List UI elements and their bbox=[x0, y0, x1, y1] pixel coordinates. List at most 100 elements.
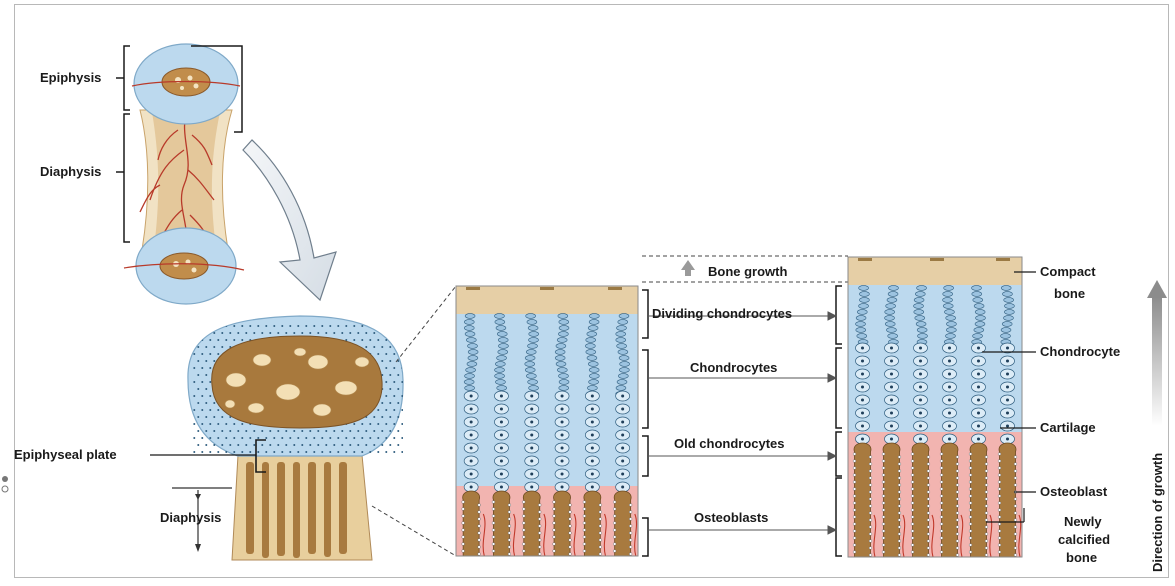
chondrocyte-cell bbox=[468, 356, 478, 361]
chondrocyte-cell bbox=[468, 350, 478, 355]
chondrocyte-cell bbox=[856, 322, 866, 327]
chondrocyte-cell bbox=[497, 386, 507, 391]
chondrocyte-cell bbox=[972, 286, 982, 291]
bone-trabecula bbox=[463, 491, 480, 556]
label-newly-bone: bone bbox=[1066, 550, 1097, 565]
bone-trabecula bbox=[554, 491, 571, 556]
chondrocyte-cell bbox=[945, 334, 955, 339]
chondrocyte-cell bbox=[618, 374, 628, 379]
bone-trabecula bbox=[970, 443, 987, 557]
chondrocyte-cell bbox=[494, 314, 504, 319]
bone-trabecula bbox=[493, 491, 510, 556]
label-old-chondrocytes: Old chondrocytes bbox=[674, 436, 785, 451]
chondrocyte-cell bbox=[1001, 328, 1011, 333]
page-marker-icon bbox=[2, 476, 8, 492]
chondrocyte-cell bbox=[559, 386, 569, 391]
label-newly: Newly bbox=[1064, 514, 1102, 529]
chondrocyte-cell bbox=[857, 310, 867, 315]
chondrocyte-cell bbox=[586, 338, 596, 343]
chondrocyte-cell bbox=[888, 292, 898, 297]
chondrocyte-cell bbox=[857, 334, 867, 339]
chondrocyte-cell bbox=[586, 350, 596, 355]
label-diaphysis-top: Diaphysis bbox=[40, 164, 101, 179]
middle-arrows bbox=[648, 312, 836, 534]
chondrocyte-cell bbox=[886, 328, 896, 333]
chondrocyte-cell bbox=[885, 322, 895, 327]
chondrocyte-cell bbox=[589, 374, 599, 379]
bone-growth-arrow-icon bbox=[681, 260, 695, 276]
chondrocyte-cell bbox=[495, 368, 505, 373]
chondrocyte-cell bbox=[464, 326, 474, 331]
chondrocyte-cell bbox=[528, 326, 538, 331]
label-epiphysis: Epiphysis bbox=[40, 70, 101, 85]
chondrocyte-cell bbox=[917, 286, 927, 291]
chondrocyte-cell bbox=[618, 350, 628, 355]
chondrocyte-cell bbox=[859, 298, 869, 303]
chondrocyte-cell bbox=[585, 344, 595, 349]
chondrocyte-cell bbox=[465, 314, 475, 319]
chondrocyte-cell bbox=[559, 380, 569, 385]
bone-trabecula bbox=[854, 443, 871, 557]
chondrocyte-cell bbox=[587, 356, 597, 361]
chondrocyte-cell bbox=[497, 356, 507, 361]
chondrocyte-cell bbox=[557, 368, 567, 373]
growth-plate-panel-early bbox=[456, 286, 638, 556]
chondrocyte-cell bbox=[555, 356, 565, 361]
chondrocyte-cell bbox=[914, 298, 924, 303]
chondrocyte-cell bbox=[498, 344, 508, 349]
chondrocyte-cell bbox=[917, 328, 927, 333]
chondrocyte-cell bbox=[617, 326, 627, 331]
chondrocyte-cell bbox=[619, 314, 629, 319]
chondrocyte-cell bbox=[946, 316, 956, 321]
chondrocyte-cell bbox=[859, 304, 869, 309]
label-compact: Compact bbox=[1040, 264, 1096, 279]
chondrocyte-cell bbox=[526, 350, 536, 355]
chondrocyte-cell bbox=[974, 304, 984, 309]
chondrocyte-cell bbox=[465, 386, 475, 391]
chondrocyte-cell bbox=[495, 380, 505, 385]
chondrocyte-cell bbox=[588, 362, 598, 367]
chondrocyte-cell bbox=[468, 344, 478, 349]
chondrocyte-cell bbox=[914, 304, 924, 309]
chondrocyte-cell bbox=[917, 334, 927, 339]
chondrocyte-cell bbox=[944, 286, 954, 291]
chondrocyte-cell bbox=[559, 326, 569, 331]
chondrocyte-cell bbox=[495, 362, 505, 367]
chondrocyte-cell bbox=[943, 298, 953, 303]
chondrocyte-cell bbox=[558, 314, 568, 319]
bone-trabecula bbox=[523, 491, 540, 556]
chondrocyte-cell bbox=[527, 320, 537, 325]
bone-trabecula bbox=[941, 443, 958, 557]
chondrocyte-cell bbox=[1004, 310, 1014, 315]
chondrocyte-cell bbox=[619, 356, 629, 361]
chondrocyte-cell bbox=[495, 320, 505, 325]
label-chondrocytes: Chondrocytes bbox=[690, 360, 777, 375]
chondrocyte-cell bbox=[496, 326, 506, 331]
growth-plate-panel-later bbox=[848, 257, 1022, 557]
chondrocyte-cell bbox=[943, 304, 953, 309]
chondrocyte-cell bbox=[465, 332, 475, 337]
chondrocyte-cell bbox=[528, 344, 538, 349]
chondrocyte-cell bbox=[529, 332, 539, 337]
bone-trabecula bbox=[614, 491, 631, 556]
chondrocyte-cell bbox=[556, 362, 566, 367]
chondrocyte-cell bbox=[464, 320, 474, 325]
chondrocyte-cell bbox=[588, 326, 598, 331]
chondrocyte-cell bbox=[526, 374, 536, 379]
chondrocyte-cell bbox=[528, 380, 538, 385]
chondrocyte-cell bbox=[558, 374, 568, 379]
label-osteoblasts: Osteoblasts bbox=[694, 510, 768, 525]
chondrocyte-cell bbox=[525, 368, 535, 373]
chondrocyte-cell bbox=[885, 316, 895, 321]
chondrocyte-cell bbox=[498, 350, 508, 355]
label-calcified: calcified bbox=[1058, 532, 1110, 547]
chondrocyte-cell bbox=[888, 286, 898, 291]
chondrocyte-cell bbox=[888, 334, 898, 339]
long-bone bbox=[124, 44, 244, 304]
chondrocyte-cell bbox=[859, 286, 869, 291]
chondrocyte-cell bbox=[589, 380, 599, 385]
chondrocyte-cell bbox=[887, 298, 897, 303]
chondrocyte-cell bbox=[619, 368, 629, 373]
bone-trabecula bbox=[883, 443, 900, 557]
chondrocyte-cell bbox=[589, 320, 599, 325]
